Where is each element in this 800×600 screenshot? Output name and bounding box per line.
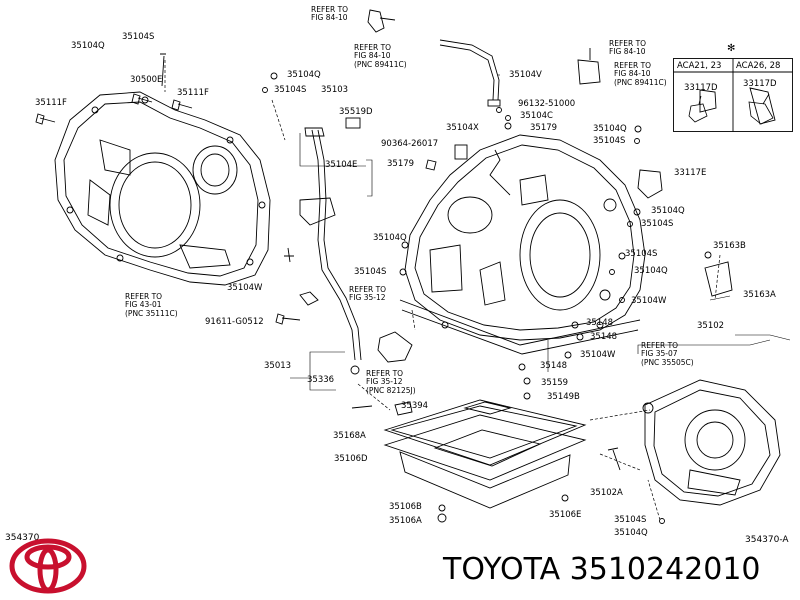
variant-inset-table: ACA21, 23 ACA26, 28 33117D 33117D bbox=[673, 58, 793, 132]
reference-note: REFER TO FIG 35-07 (PNC 35505C) bbox=[641, 341, 694, 367]
inset-col2-part: 33117D bbox=[743, 79, 777, 89]
star-icon: ✻ bbox=[727, 43, 736, 54]
toyota-logo-icon bbox=[9, 538, 87, 594]
part-label: 35104V bbox=[509, 70, 542, 80]
part-label: 35104S bbox=[625, 249, 658, 259]
reference-note: REFER TO FIG 84-10 bbox=[311, 5, 349, 23]
part-label: 35159 bbox=[541, 378, 569, 388]
part-label: 35104Q bbox=[287, 70, 321, 80]
small-parts-drawing bbox=[345, 87, 776, 524]
brand-part-number: TOYOTA 3510242010 bbox=[443, 552, 761, 587]
part-label: 35104W bbox=[631, 296, 667, 306]
sensors-drawing bbox=[367, 9, 663, 199]
part-label: 35104W bbox=[580, 350, 616, 360]
part-label: 35104Q bbox=[593, 124, 627, 134]
reference-note: REFER TO FIG 35-12 bbox=[349, 285, 387, 303]
part-label: 35111F bbox=[177, 88, 209, 98]
leader-lines bbox=[164, 60, 721, 521]
part-label: 35111F bbox=[35, 98, 67, 108]
part-label: 35104S bbox=[122, 32, 155, 42]
bolts-drawing bbox=[35, 53, 621, 471]
part-label: 35103 bbox=[321, 85, 349, 95]
part-label: 35104S bbox=[641, 219, 674, 229]
inset-col1-part: 33117D bbox=[684, 83, 718, 93]
part-label: 33117E bbox=[674, 168, 707, 178]
part-label: 35519D bbox=[339, 107, 373, 117]
part-label: 35106D bbox=[334, 454, 368, 464]
part-label: 30500E bbox=[130, 75, 163, 85]
dipstick-drawing bbox=[299, 127, 362, 375]
bracket-drawing bbox=[704, 251, 733, 297]
part-label: 35104W bbox=[227, 283, 263, 293]
part-label: 35106A bbox=[389, 516, 422, 526]
part-label: 35102A bbox=[590, 488, 623, 498]
part-label: 35104X bbox=[446, 123, 479, 133]
part-label: 35168A bbox=[333, 431, 366, 441]
part-label: 35106B bbox=[389, 502, 422, 512]
strainer-drawing bbox=[377, 331, 413, 416]
part-label: 35104E bbox=[325, 160, 358, 170]
part-label: 35102 bbox=[697, 321, 725, 331]
reference-note: REFER TO FIG 84-10 (PNC 89411C) bbox=[614, 61, 667, 87]
part-label: 35104Q bbox=[373, 233, 407, 243]
part-label: 35148 bbox=[586, 318, 614, 328]
part-label: 35104S bbox=[614, 515, 647, 525]
part-label: 91611-G0512 bbox=[205, 317, 264, 327]
reference-note: REFER TO FIG 84-10 (PNC 89411C) bbox=[354, 43, 407, 69]
transaxle-housing-drawing bbox=[54, 91, 271, 286]
oil-pan-drawing bbox=[383, 399, 587, 523]
breather-hose-drawing bbox=[439, 39, 501, 107]
inset-frame bbox=[673, 58, 793, 132]
part-label: 35148 bbox=[590, 332, 618, 342]
part-label: 96132-51000 bbox=[518, 99, 576, 109]
part-label: 35163A bbox=[743, 290, 776, 300]
part-label: 35179 bbox=[387, 159, 415, 169]
part-label: 35394 bbox=[401, 401, 429, 411]
part-label: 35104C bbox=[520, 111, 553, 121]
reference-note: REFER TO FIG 35-12 (PNC 82125J) bbox=[366, 369, 416, 395]
leader-lines-solid bbox=[290, 74, 791, 391]
part-label: 35179 bbox=[530, 123, 558, 133]
part-label: 35149B bbox=[547, 392, 580, 402]
figure-code-right: 354370-A bbox=[745, 535, 789, 545]
part-label: 35104Q bbox=[634, 266, 668, 276]
part-label: 35104S bbox=[593, 136, 626, 146]
part-label: 90364-26017 bbox=[381, 139, 439, 149]
inset-col1-header: ACA21, 23 bbox=[677, 61, 722, 71]
part-label: 35104Q bbox=[651, 206, 685, 216]
part-label: 35106E bbox=[549, 510, 582, 520]
inset-col2-header: ACA26, 28 bbox=[736, 61, 781, 71]
reference-note: REFER TO FIG 84-10 bbox=[609, 39, 647, 57]
figure-code-left: 354370 bbox=[5, 533, 40, 543]
part-label: 35163B bbox=[713, 241, 746, 251]
side-cover-drawing bbox=[642, 379, 781, 506]
reference-note: REFER TO FIG 43-01 (PNC 35111C) bbox=[125, 292, 178, 318]
part-label: 35336 bbox=[307, 375, 335, 385]
part-label: 35148 bbox=[540, 361, 568, 371]
part-label: 35104S bbox=[354, 267, 387, 277]
part-label: 35104Q bbox=[71, 41, 105, 51]
part-label: 35104S bbox=[274, 85, 307, 95]
part-label: 35104Q bbox=[614, 528, 648, 538]
part-label: 35013 bbox=[264, 361, 292, 371]
